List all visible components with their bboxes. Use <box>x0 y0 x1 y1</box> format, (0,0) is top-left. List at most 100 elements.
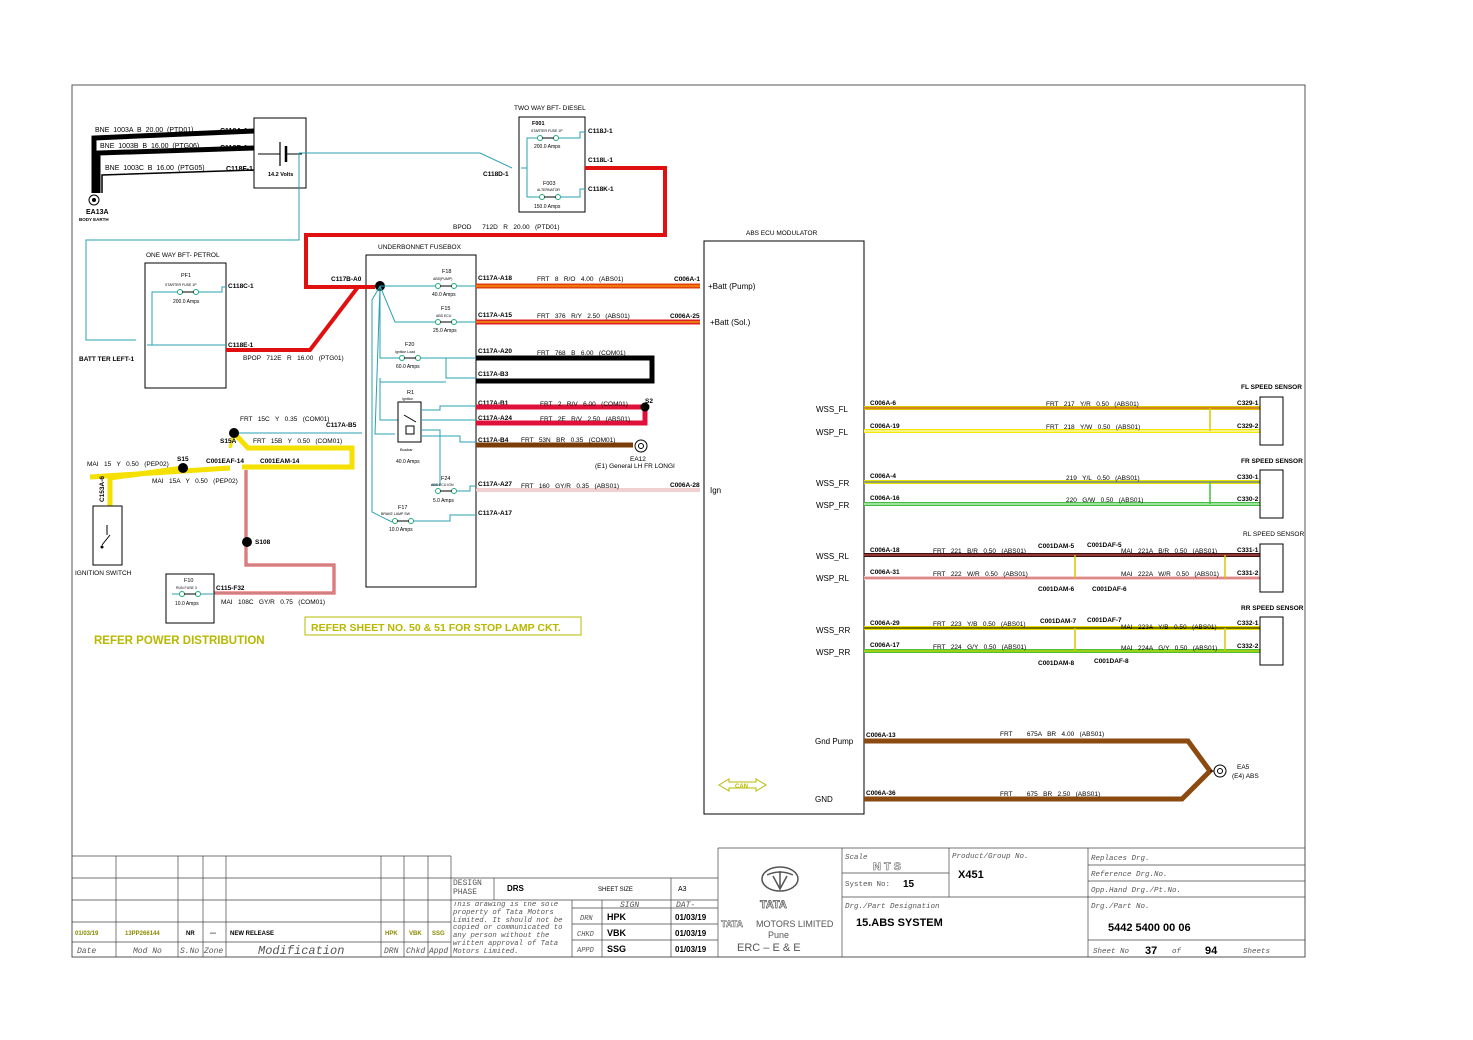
conn-c118e: C118E-1 <box>228 342 254 349</box>
conn-c331-1: C331-1 <box>1237 547 1259 554</box>
ubfb-int-a15 <box>379 285 436 323</box>
ubfb-int-a17 <box>371 285 393 523</box>
rev-drn: HPK <box>385 931 398 937</box>
rev-mod-no: 13PP266144 <box>125 931 160 937</box>
product-value: X451 <box>958 869 984 881</box>
splice-s15-label: S15 <box>177 456 189 463</box>
twoway-int-4 <box>561 188 585 198</box>
pin-wss-rr: WSS_RR <box>816 626 850 635</box>
one-way-box <box>144 262 227 389</box>
wire-label-bpop: BPOP 712E R 16.00 (PTG01) <box>243 355 344 362</box>
fuse-f24-amps: 5.0 Amps <box>433 498 454 504</box>
wire-label-frt53n: FRT 53N BR 0.35 (COM01) <box>521 437 615 444</box>
fr-speed-sensor-label: FR SPEED SENSOR <box>1241 458 1303 465</box>
conn-c330-2: C330-2 <box>1237 496 1259 503</box>
reference-drg: Reference Drg.No. <box>1091 871 1168 879</box>
fuse-f001-amps: 200.0 Amps <box>534 144 561 150</box>
wire-label-frt376: FRT 376 R/Y 2.50 (ABS01) <box>537 313 630 320</box>
tata-brand-large: TATA <box>760 899 787 911</box>
conn-c329-2: C329-2 <box>1237 423 1259 430</box>
conn-c332-2: C332-2 <box>1237 643 1259 650</box>
property-note: This drawing is the sole property of Tat… <box>453 902 563 956</box>
twoway-int-1 <box>521 137 538 169</box>
earth-ea12-label: (E1) General LH FR LONGI <box>595 463 675 470</box>
ubfb-int-b5 <box>374 285 395 435</box>
appd-name: SSG <box>607 944 626 954</box>
design-phase-value: DRS <box>507 884 525 893</box>
conn-c115-f32: C115-F32 <box>216 585 245 592</box>
fuse-f18-name: ABS(PUMP) <box>433 277 452 281</box>
wire-label-220: 220 G/W 0.50 (ABS01) <box>1066 497 1143 504</box>
sheet-no: 37 <box>1145 945 1157 957</box>
wire-label-frt160: FRT 160 GY/R 0.35 (ABS01) <box>521 483 619 490</box>
earth-ea5: EA5 <box>1237 764 1250 771</box>
fuse-pf1: PF1 <box>181 273 191 279</box>
conn-c006a-36: C006A-36 <box>866 790 896 797</box>
drg-no: 5442 5400 00 06 <box>1108 922 1191 934</box>
rev-chkd: VBK <box>409 931 422 937</box>
header-drn: DRN <box>384 947 399 956</box>
fuse-pf1-name: STARTER FUSE 1P <box>165 283 197 287</box>
system-no-label: System No: <box>845 881 890 889</box>
wire-label-bpod: BPOD 712D R 20.00 (PTD01) <box>453 224 560 231</box>
wire-label-frt2e: FRT 2E R/V 2.50 (ABS01) <box>540 416 630 423</box>
fuse-f20: F20 <box>405 342 414 348</box>
note-power-distribution: REFER POWER DISTRIBUTION <box>94 635 265 647</box>
ignition-switch-label: IGNITION SWITCH <box>75 570 132 577</box>
sheets-label: Sheets <box>1243 948 1270 956</box>
pin-gnd-pump: Gnd Pump <box>815 737 854 746</box>
fuse-f17-out <box>413 514 476 522</box>
header-modification: Modification <box>258 944 344 958</box>
conn-c001eaf-14: C001EAF-14 <box>206 458 244 465</box>
fuse-f003-amps: 150.0 Amps <box>534 204 561 210</box>
rev-zone: --- <box>210 931 216 937</box>
conn-c001eam-14: C001EAM-14 <box>260 458 300 465</box>
batt-ter-left: BATT TER LEFT-1 <box>79 356 135 363</box>
note-stop-lamp: REFER SHEET NO. 50 & 51 FOR STOP LAMP CK… <box>311 622 561 634</box>
abs-box <box>703 240 865 815</box>
ubfb-int-a20 <box>379 286 400 359</box>
tata-brand-small: TATA <box>721 919 743 929</box>
chkd-name: VBK <box>607 928 627 938</box>
conn-c006a-25: C006A-25 <box>670 313 700 320</box>
conn-c330-1: C330-1 <box>1237 474 1259 481</box>
rev-date: 01/03/19 <box>75 931 99 937</box>
conn-c117a-a18: C117A-A18 <box>478 275 512 282</box>
wire-label-675a: FRT 675A BR 4.00 (ABS01) <box>1000 731 1104 738</box>
conn-c006a-4: C006A-4 <box>870 473 896 480</box>
ignition-section: FRT 15C Y 0.35 (COM01) FRT 15B Y 0.50 (C… <box>75 416 362 624</box>
conn-c331-2: C331-2 <box>1237 570 1259 577</box>
twoway-int-3 <box>559 131 585 139</box>
pin-wsp-rl: WSP_RL <box>816 574 849 583</box>
can-label: CAN <box>735 784 748 790</box>
splice-s15a-label: S15A <box>220 438 237 445</box>
ubfb-output-wires: FRT 8 R/O 4.00 (ABS01) FRT 376 R/Y 2.50 … <box>476 276 700 492</box>
wire-label-222: FRT 222 W/R 0.50 (ABS01) <box>933 571 1028 578</box>
conn-c006a-17: C006A-17 <box>870 642 900 649</box>
wire-label-frt2: FRT 2 R/V 6.00 (COM01) <box>540 401 628 408</box>
drn-date: 01/03/19 <box>675 913 707 922</box>
relay-r1-coil-icon <box>405 425 415 435</box>
conn-c006a-18: C006A-18 <box>870 547 900 554</box>
earth-ea12: EA12 <box>630 456 646 463</box>
fuse-f24-out <box>456 485 476 492</box>
opp-hand-drg: Opp.Hand Drg./Pt.No. <box>1091 887 1181 895</box>
conn-c001daf-6: C001DAF-6 <box>1092 586 1127 593</box>
speed-sensor-wiring: FL SPEED SENSOR FR SPEED SENSOR RL SPEED… <box>864 384 1304 667</box>
sheet-of: of <box>1172 948 1182 956</box>
splice-s108 <box>242 537 252 547</box>
fuse-f15-name: ABS ECU <box>436 314 452 318</box>
ignition-switch-pivot <box>100 545 104 549</box>
sheets-total: 94 <box>1205 945 1218 957</box>
conn-c117a-a20: C117A-A20 <box>478 348 512 355</box>
wire-bpop-712e <box>226 285 360 352</box>
wire-label-218: FRT 218 Y/W 0.50 (ABS01) <box>1046 424 1140 431</box>
oneway-int-2 <box>198 286 226 293</box>
battery-section: BNE 1003A B 20.00 (PTD01) BNE 1003B B 16… <box>79 117 307 222</box>
conn-c117a-a17: C117A-A17 <box>478 510 512 517</box>
wire-bpod-712d <box>304 166 667 289</box>
pin-gnd: GND <box>815 795 833 804</box>
title-block: 01/03/19 13PP266144 NR --- NEW RELEASE H… <box>72 847 1305 958</box>
wire-frt768 <box>476 355 655 384</box>
wire-label-mai108c: MAI 108C GY/R 0.75 (COM01) <box>221 599 325 606</box>
